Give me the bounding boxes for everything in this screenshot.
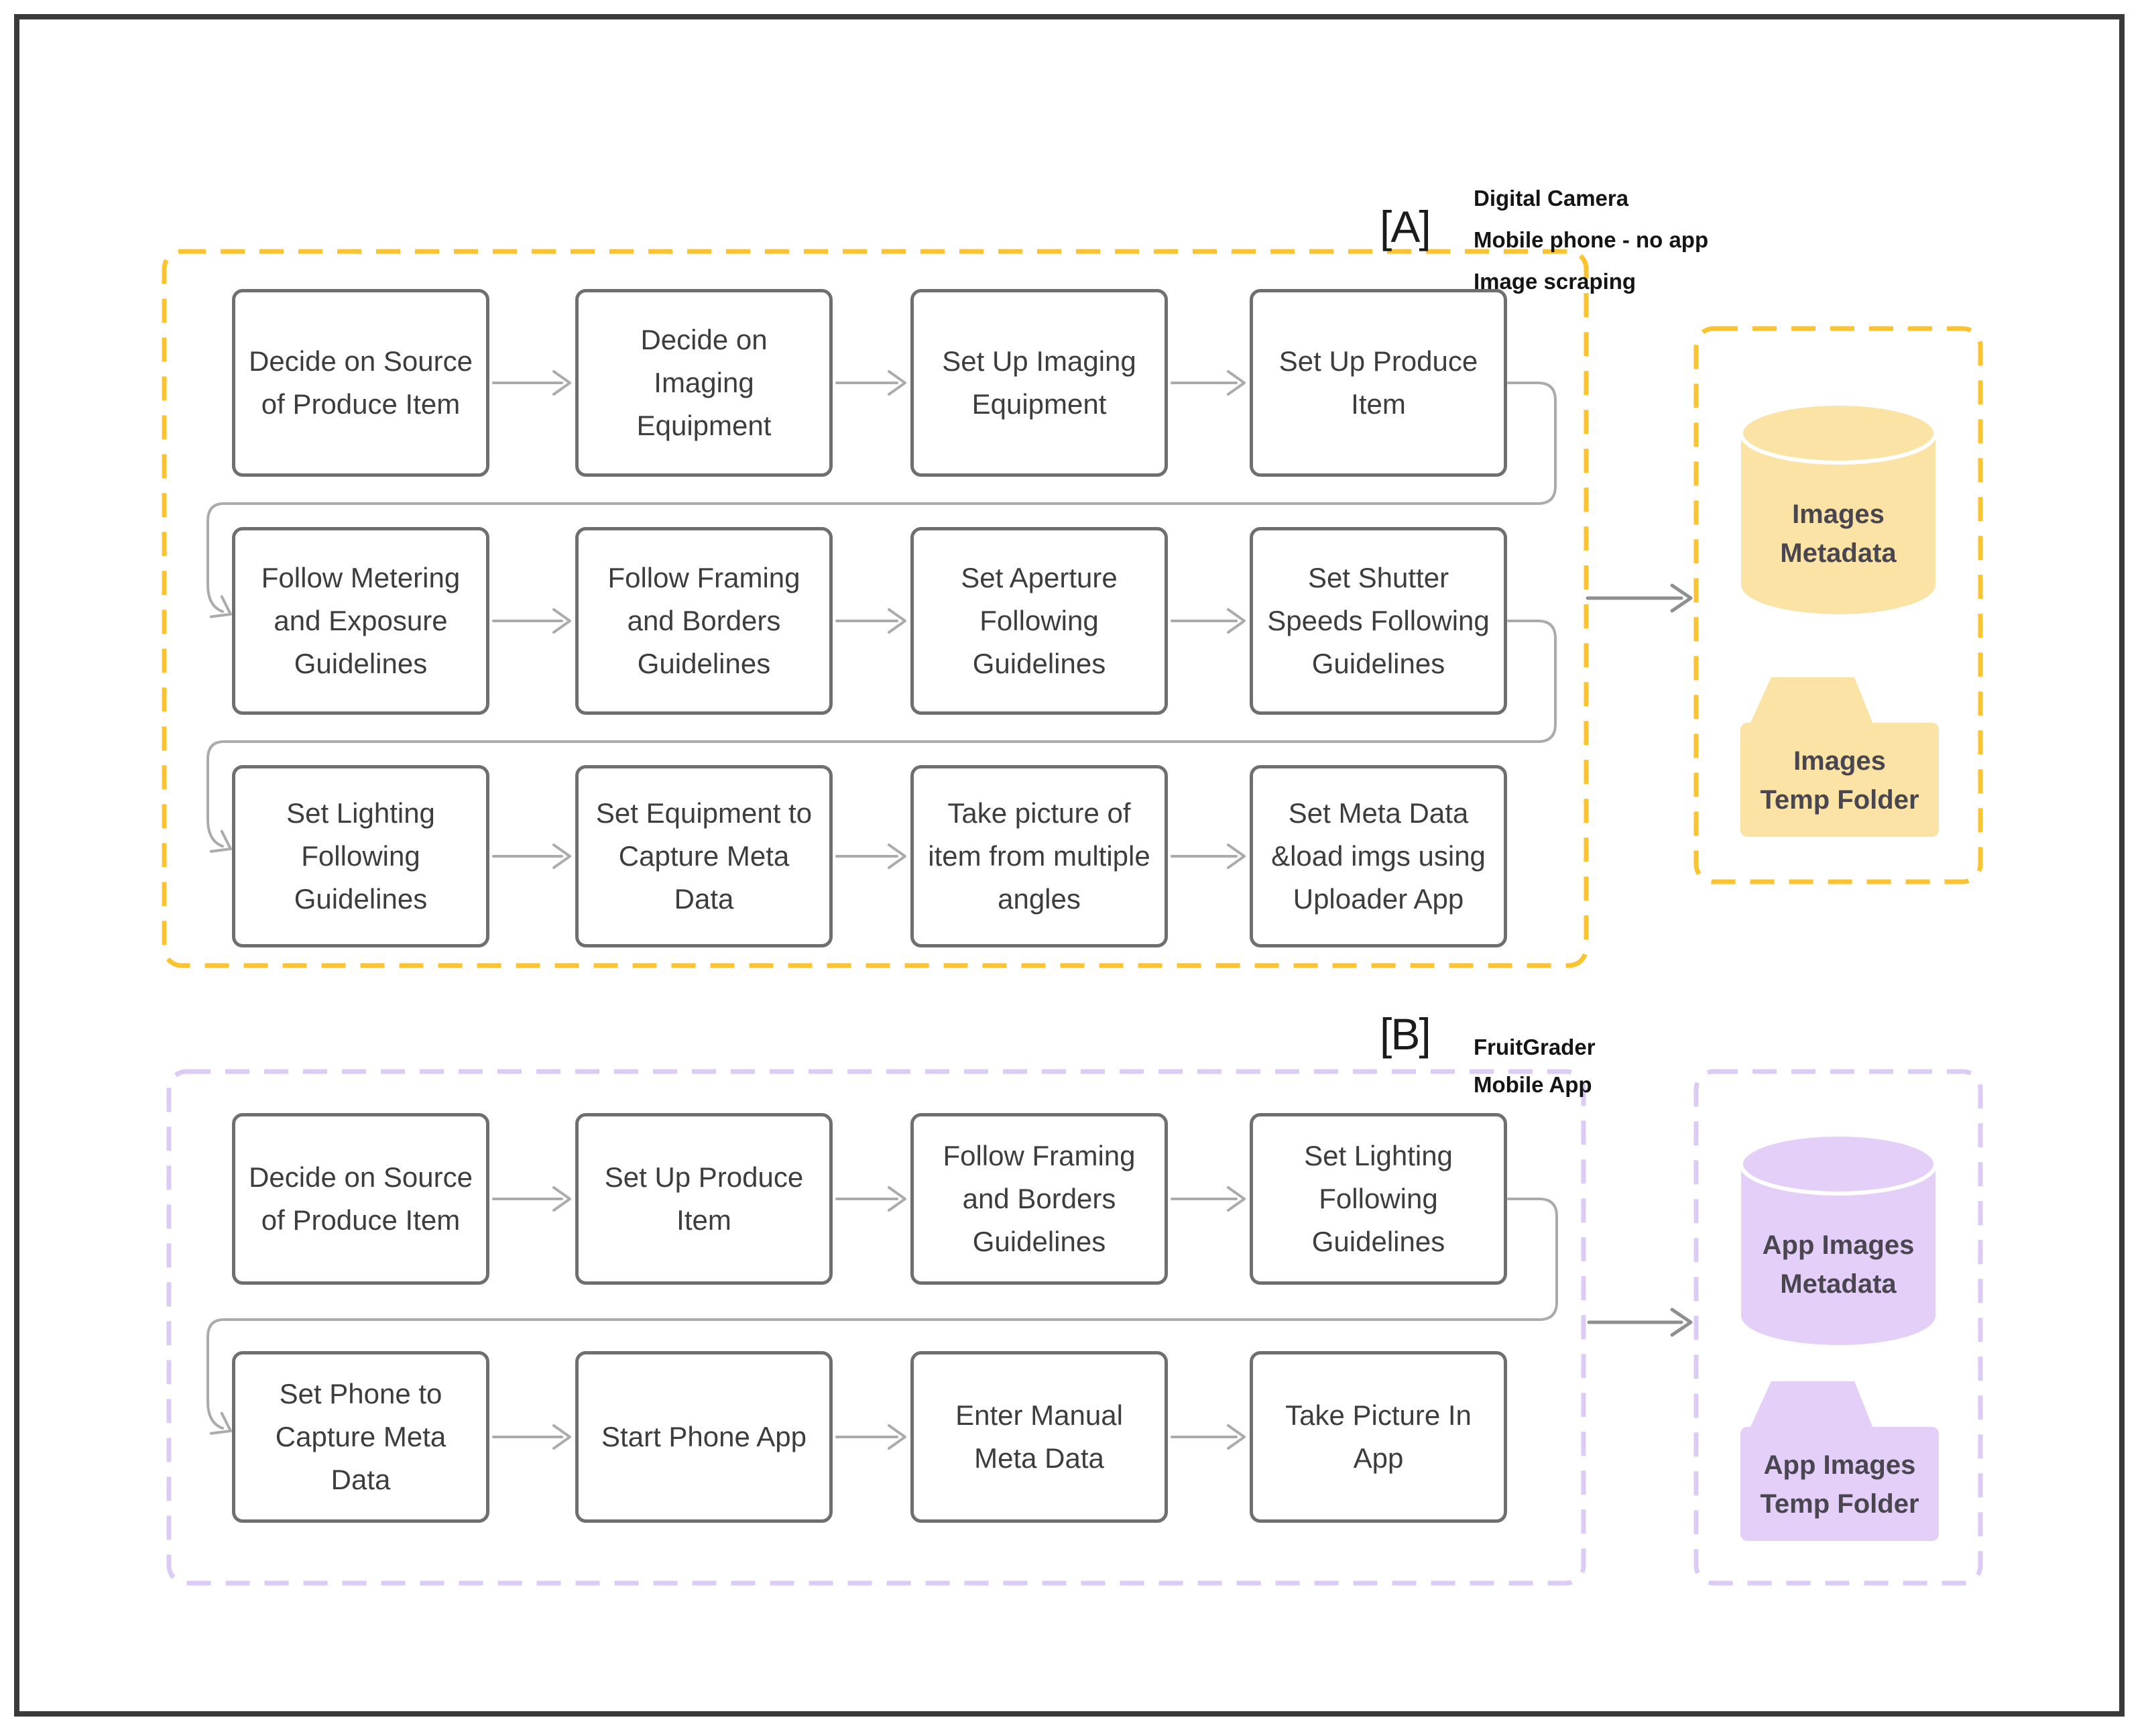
flow-step-a-2-2: Follow Framing and Borders Guidelines (575, 527, 833, 715)
database-icon (1739, 1133, 1938, 1345)
flow-step-a-3-2: Set Equipment to Capture Meta Data (575, 765, 833, 947)
flow-step-a-1-2: Decide on Imaging Equipment (575, 289, 833, 477)
folder-a-label: Images Temp Folder (1760, 746, 1919, 815)
folder-b-label: App Images Temp Folder (1760, 1450, 1919, 1519)
flow-step-label: Decide on Imaging Equipment (636, 324, 772, 441)
flow-step-b-2-1: Set Phone to Capture Meta Data (232, 1351, 489, 1523)
section-b-glyph: [B] (1380, 1009, 1431, 1059)
flow-step-b-1-4: Set Lighting Following Guidelines (1250, 1113, 1507, 1285)
folder-b: App Images Temp Folder (1740, 1377, 1939, 1542)
flow-step-label: Set Lighting Following Guidelines (286, 797, 435, 915)
flow-step-label: Follow Framing and Borders Guidelines (607, 562, 800, 679)
folder-icon (1740, 1381, 1939, 1541)
flow-step-label: Set Shutter Speeds Following Guidelines (1267, 562, 1490, 679)
flow-step-a-2-3: Set Aperture Following Guidelines (910, 527, 1168, 715)
annotation-line: Image scraping (1474, 269, 1636, 294)
flow-step-a-1-4: Set Up Produce Item (1250, 289, 1507, 477)
flow-step-a-2-1: Follow Metering and Exposure Guidelines (232, 527, 489, 715)
database-b-label: App Images Metadata (1762, 1230, 1915, 1299)
folder-a: Images Temp Folder (1740, 673, 1939, 838)
flow-step-b-1-2: Set Up Produce Item (575, 1113, 833, 1285)
flow-step-b-2-4: Take Picture In App (1250, 1351, 1507, 1523)
flow-step-label: Decide on Source of Produce Item (249, 345, 473, 420)
flow-step-label: Set Phone to Capture Meta Data (275, 1378, 446, 1495)
flow-step-label: Set Up Produce Item (1278, 345, 1478, 420)
section-b-annotation: FruitGrader Mobile App (1474, 1029, 1596, 1104)
flow-step-a-3-3: Take picture of item from multiple angle… (910, 765, 1168, 947)
database-a: Images Metadata (1739, 401, 1938, 624)
annotation-line: Mobile App (1474, 1072, 1592, 1097)
flow-step-label: Follow Metering and Exposure Guidelines (261, 562, 461, 679)
section-a-annotation: Digital Camera Mobile phone - no app Ima… (1474, 178, 1708, 302)
flow-step-label: Set Equipment to Capture Meta Data (595, 797, 813, 915)
database-b: App Images Metadata (1739, 1132, 1938, 1354)
section-a-glyph: [A] (1380, 202, 1431, 251)
flow-step-b-1-1: Decide on Source of Produce Item (232, 1113, 489, 1285)
flow-step-label: Decide on Source of Produce Item (249, 1161, 473, 1236)
flow-step-label: Follow Framing and Borders Guidelines (943, 1140, 1136, 1257)
flow-step-a-2-4: Set Shutter Speeds Following Guidelines (1250, 527, 1507, 715)
annotation-line: Digital Camera (1474, 186, 1629, 211)
outer-frame (14, 14, 2125, 1717)
flow-step-b-2-3: Enter Manual Meta Data (910, 1351, 1168, 1523)
flow-step-b-2-2: Start Phone App (575, 1351, 833, 1523)
flow-step-b-1-3: Follow Framing and Borders Guidelines (910, 1113, 1168, 1285)
annotation-line: Mobile phone - no app (1474, 227, 1709, 252)
flow-step-label: Start Phone App (601, 1421, 807, 1453)
folder-icon (1740, 677, 1939, 837)
flow-step-a-1-1: Decide on Source of Produce Item (232, 289, 489, 477)
flow-step-label: Enter Manual Meta Data (955, 1399, 1123, 1474)
annotation-line: FruitGrader (1474, 1035, 1596, 1059)
database-a-label: Images Metadata (1780, 500, 1897, 568)
flow-step-label: Take picture of item from multiple angle… (928, 797, 1150, 915)
flow-step-label: Set Meta Data &load imgs using Uploader … (1271, 797, 1486, 915)
flow-step-a-3-1: Set Lighting Following Guidelines (232, 765, 489, 947)
flow-step-a-1-3: Set Up Imaging Equipment (910, 289, 1168, 477)
flow-step-label: Set Aperture Following Guidelines (961, 562, 1118, 679)
database-icon (1739, 402, 1938, 614)
flow-step-label: Set Up Imaging Equipment (942, 345, 1136, 420)
flow-step-label: Set Lighting Following Guidelines (1304, 1140, 1453, 1257)
flow-step-label: Set Up Produce Item (604, 1161, 804, 1236)
flow-step-label: Take Picture In App (1285, 1399, 1472, 1474)
flow-step-a-3-4: Set Meta Data &load imgs using Uploader … (1250, 765, 1507, 947)
